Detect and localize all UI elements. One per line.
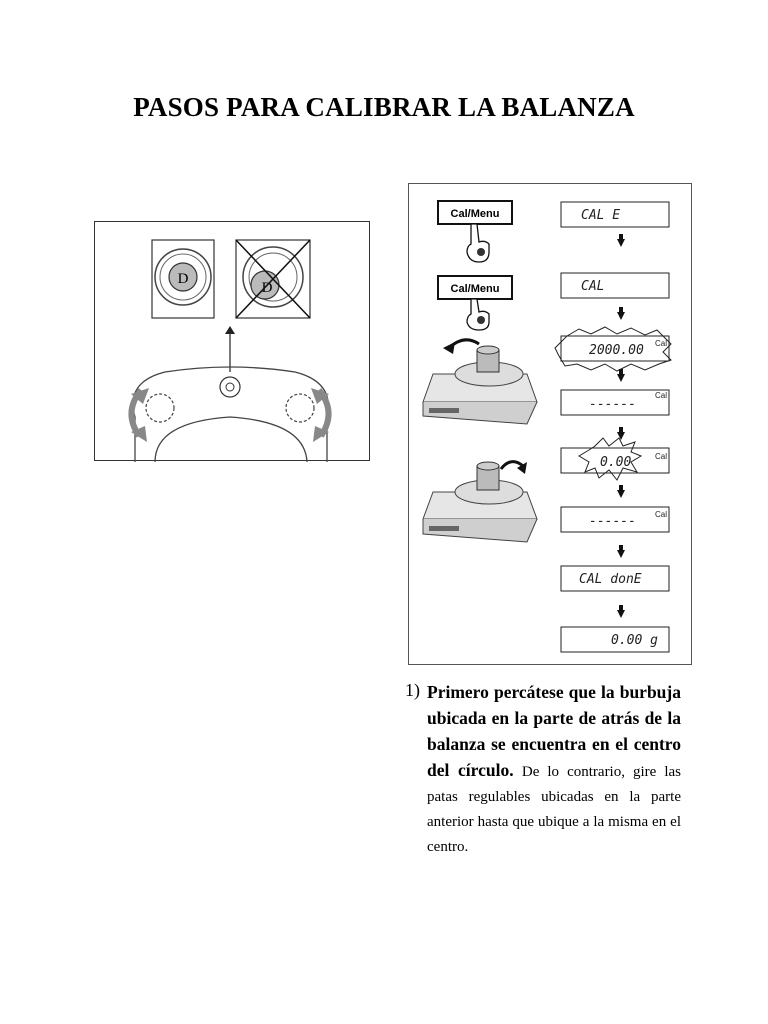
svg-text:Cal: Cal [655,391,667,400]
button-label-1: Cal/Menu [451,208,500,220]
svg-text:0.00 g: 0.00 g [611,633,658,648]
arrow-remove-icon [517,462,527,474]
level-correct-box: D [151,239,215,319]
down-arrow-icon [617,374,625,382]
step-normal-text: De lo contrario, gire las patas regulabl… [427,764,682,855]
display-cal-done: CAL donE [560,565,670,592]
page-title: PASOS PARA CALIBRAR LA BALANZA [133,92,635,122]
flash-burst-icon [554,326,672,372]
leveling-figure: D D [94,221,370,462]
leveling-diagram: D D [128,239,332,462]
display-cal: CAL [560,272,670,299]
step-number: 1) [405,680,420,700]
down-arrow-icon [617,610,625,618]
display-dashes-2: ------ Cal [560,506,670,533]
svg-text:0.00: 0.00 [600,455,631,470]
cal-menu-button-1: Cal/Menu [437,200,513,263]
down-arrow-icon [617,550,625,558]
calibration-figure: Cal/Menu Cal/Menu [408,183,692,665]
calibration-diagram: Cal/Menu Cal/Menu [422,200,672,653]
svg-text:CAL E: CAL E [581,208,620,223]
svg-text:Cal: Cal [655,339,667,348]
display-2000: 2000.00 Cal [554,326,672,372]
button-label-2: Cal/Menu [451,283,500,295]
step-bold-text: Primero percátese que la burbuja ubicada… [427,682,681,780]
svg-text:CAL donE: CAL donE [579,572,642,587]
cal-menu-button-2: Cal/Menu [437,275,513,331]
level-incorrect-box: D [235,239,311,319]
step-1: 1) Primero percátese que la burbuja ubic… [405,680,681,859]
hand-press-icon-2 [466,298,490,331]
svg-text:2000.00: 2000.00 [589,343,644,358]
step-body: Primero percátese que la burbuja ubicada… [427,680,681,859]
rotate-right-icon [311,388,329,404]
arrow-up-icon [225,326,235,334]
down-arrow-icon [617,432,625,440]
display-final-zero: 0.00 g [560,626,670,653]
balance-place-weight [422,338,538,425]
left-foot [145,393,175,423]
level-marker-letter-off: D [262,280,273,296]
display-cal-e: CAL E [560,201,670,228]
svg-text:Cal: Cal [655,452,667,461]
svg-text:CAL: CAL [581,279,604,294]
arrow-place-icon [443,342,455,354]
display-zero-flash: 0.00 Cal [560,437,670,481]
down-arrow-icon [617,490,625,498]
balance-remove-weight [422,460,538,543]
svg-text:------: ------ [589,514,636,529]
display-dashes-1: ------ Cal [560,389,670,416]
hand-press-icon [466,223,490,263]
flash-burst-icon-2 [578,437,643,481]
down-arrow-icon [617,312,625,320]
svg-text:------: ------ [589,397,636,412]
level-marker-letter: D [178,271,189,287]
svg-text:Cal: Cal [655,510,667,519]
right-foot [285,393,315,423]
down-arrow-icon [617,239,625,247]
rotate-left-icon [131,388,149,404]
